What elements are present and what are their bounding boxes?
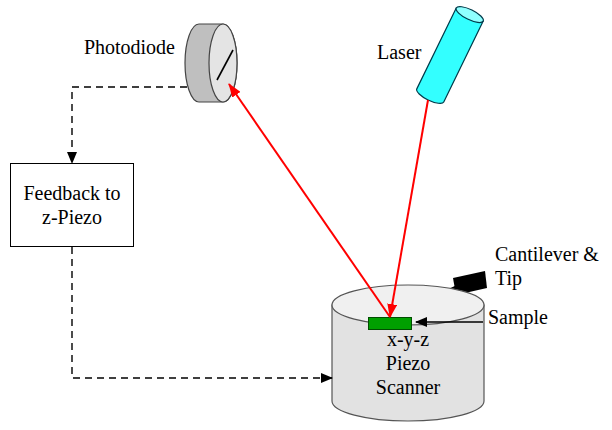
process-box: Feedback to z-Piezo (10, 163, 134, 247)
feedback-signal (72, 87, 187, 163)
laser-beam (229, 84, 390, 317)
laser-beam (390, 100, 428, 317)
leader-arrow (416, 321, 483, 322)
node-label: Laser (377, 40, 429, 64)
node-label: x-y-z Piezo Scanner (368, 327, 448, 399)
laser-symbol (415, 5, 485, 110)
node-label: Photodiode (25, 35, 175, 59)
laser: Laser (415, 5, 485, 110)
node-label: Sample (488, 305, 568, 329)
photodiode: Photodiode (183, 22, 239, 104)
feedback-signal (72, 247, 332, 378)
node-label: Feedback to z-Piezo (11, 175, 133, 235)
photodiode-symbol (183, 22, 239, 104)
node-label: Cantilever & Tip (495, 242, 607, 290)
piezo-scanner: x-y-z Piezo ScannerSample (330, 283, 486, 423)
